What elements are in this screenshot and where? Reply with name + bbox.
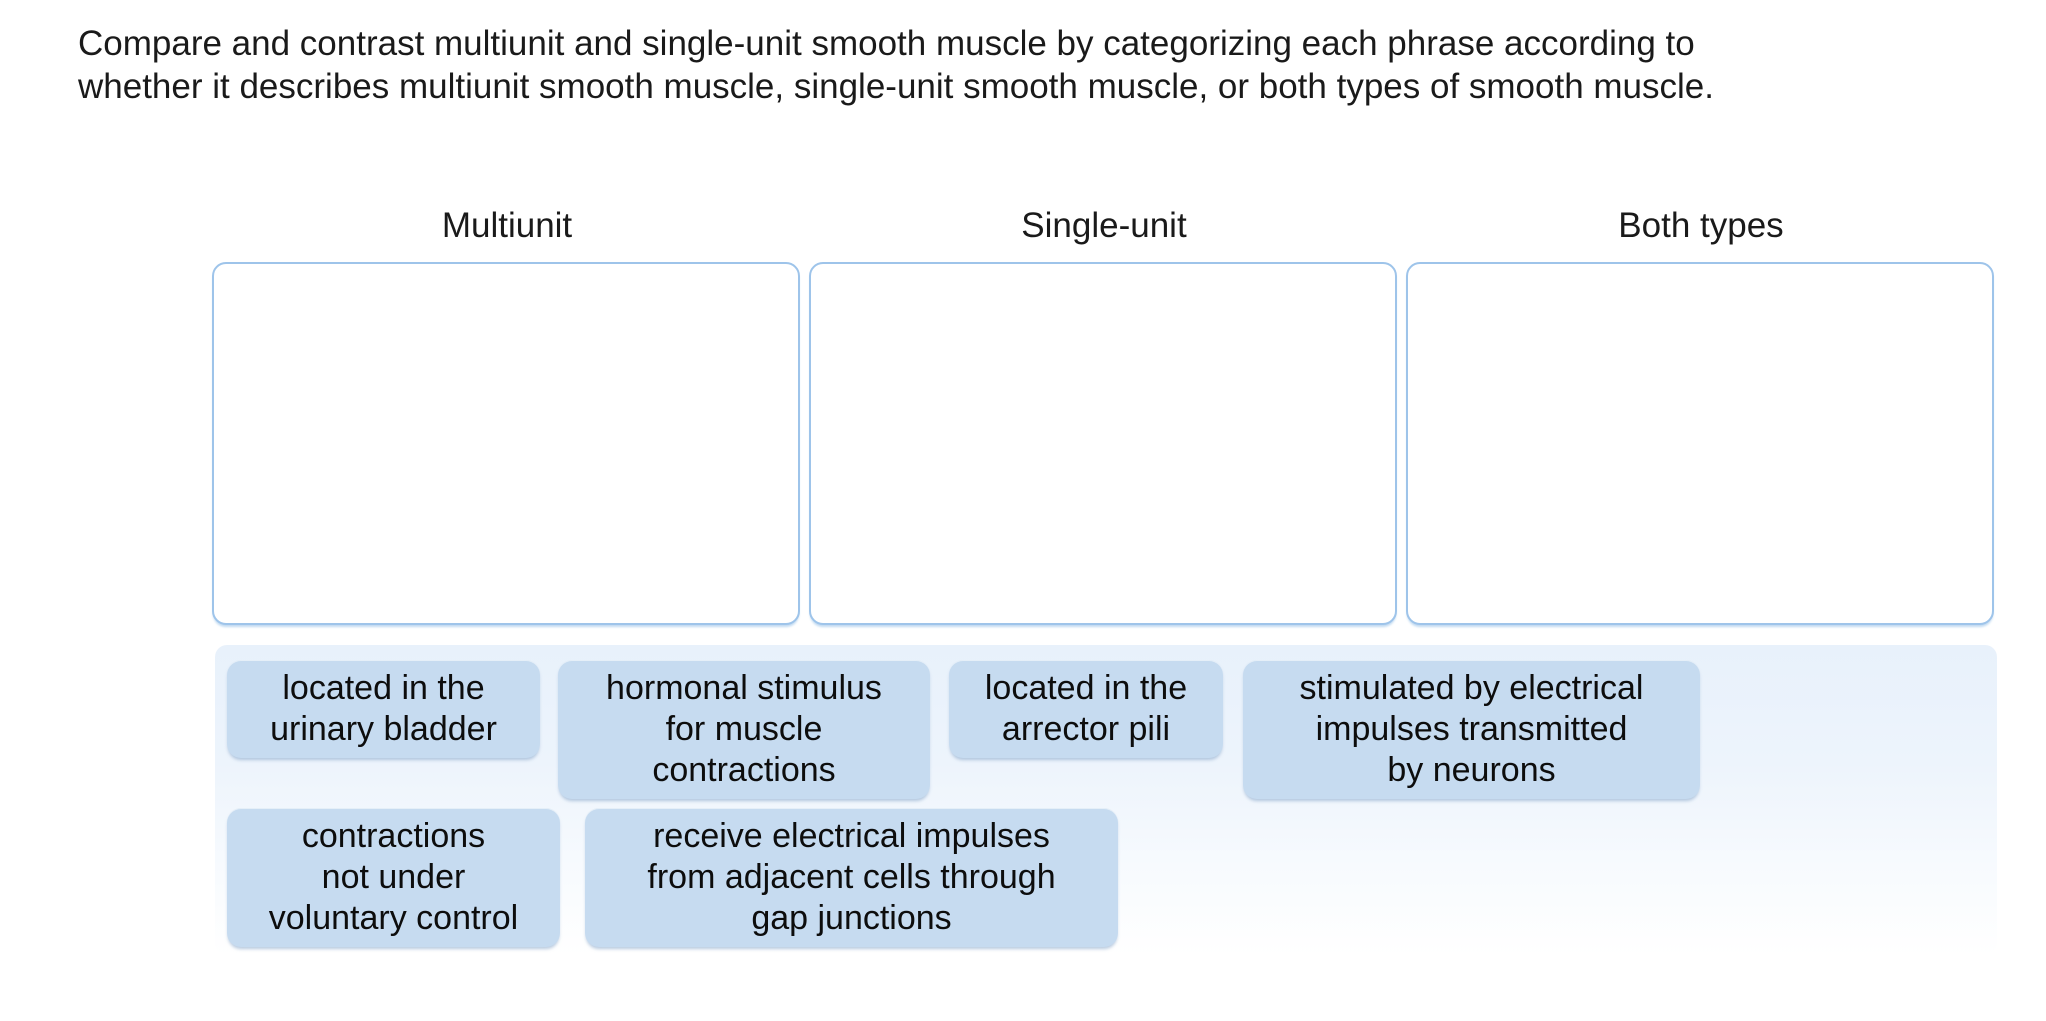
- question-prompt: Compare and contrast multiunit and singl…: [78, 24, 1714, 106]
- phrase-chip[interactable]: stimulated by electrical impulses transm…: [1243, 660, 1700, 799]
- phrase-chip[interactable]: contractions not under voluntary control: [227, 808, 560, 947]
- dropzone-multiunit[interactable]: [212, 262, 800, 625]
- phrase-chip[interactable]: located in the arrector pili: [949, 660, 1223, 758]
- category-label-single-unit: Single-unit: [1021, 206, 1187, 245]
- phrase-bank: located in the urinary bladder hormonal …: [215, 645, 1997, 955]
- category-label-both-types: Both types: [1618, 206, 1784, 245]
- category-label-multiunit: Multiunit: [441, 206, 573, 245]
- phrase-chip[interactable]: hormonal stimulus for muscle contraction…: [558, 660, 930, 799]
- dropzone-single-unit[interactable]: [809, 262, 1397, 625]
- dropzone-both-types[interactable]: [1406, 262, 1994, 625]
- phrase-chip[interactable]: located in the urinary bladder: [227, 660, 540, 758]
- phrase-chip[interactable]: receive electrical impulses from adjacen…: [585, 808, 1118, 947]
